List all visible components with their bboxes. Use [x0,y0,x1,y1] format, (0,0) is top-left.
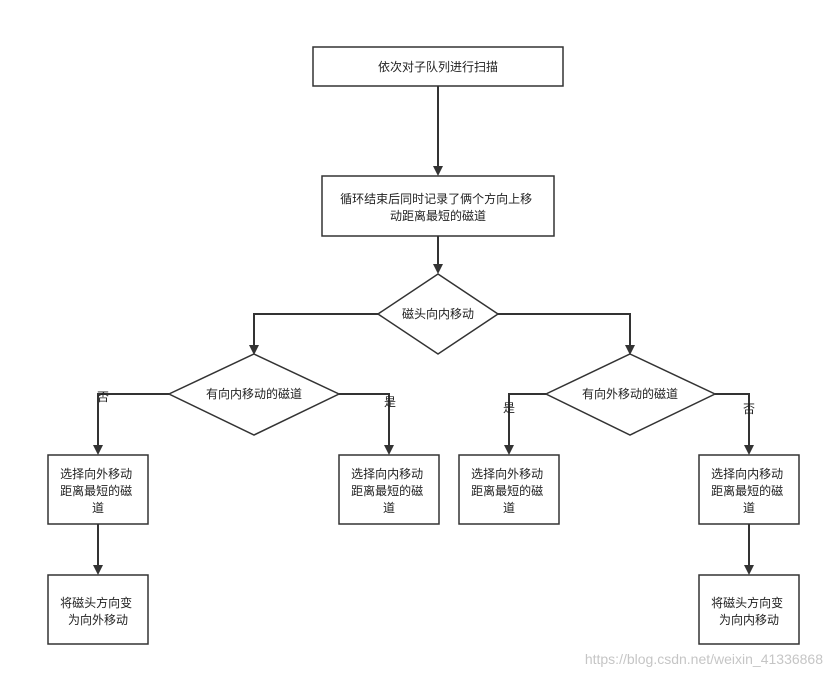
edge-label-no-right: 否 [743,402,755,416]
svg-text:有向外移动的磁道: 有向外移动的磁道 [582,386,678,401]
node-box-b: 选择向内移动 距离最短的磁 道 [338,454,440,525]
node-scan-line: 依次对子队列进行扫描 [378,59,498,74]
node-box-a: 选择向外移动 距离最短的磁 道 [47,454,149,525]
svg-text:循环结束后同时记录了俩个方向上移 动距离最短: 循环结束后同时记录了俩个方向上移 动距离最短的磁道 [340,191,536,223]
node-box-f-line-1: 将磁头方向变 [711,595,783,610]
edge-decision-to-has-outer [498,313,635,355]
edge-has-outer-no [715,393,754,455]
node-record: 循环结束后同时记录了俩个方向上移 动距离最短的磁道 [321,175,555,237]
node-decision-has-outer-line: 有向外移动的磁道 [582,386,678,401]
svg-text:依次对子队列进行扫描: 依次对子队列进行扫描 [378,59,498,74]
edge-label-yes-left: 是 [384,395,396,409]
edge-labels: 否 是 是 否 [97,390,755,416]
svg-text:选择向内移动 距离最短的磁: 选择向内移动 距离最短的磁 道 [351,466,427,515]
node-box-e: 将磁头方向变 为向外移动 [47,574,149,645]
svg-text:选择向外移动 距离最短的磁: 选择向外移动 距离最短的磁 道 [471,466,547,515]
node-box-c-line-1: 选择向外移动 [471,466,543,481]
node-box-a-line-3: 道 [92,501,104,515]
edge-label-yes-right: 是 [503,401,515,415]
node-box-a-line-1: 选择向外移动 [60,466,132,481]
node-decision-has-inner: 有向内移动的磁道 [167,353,341,436]
node-scan: 依次对子队列进行扫描 [312,46,564,87]
svg-text:将磁头方向变 为向外移动: 将磁头方向变 为向外移动 [60,595,136,627]
node-box-c: 选择向外移动 距离最短的磁 道 [458,454,560,525]
node-record-line-2: 动距离最短的磁道 [390,208,486,223]
svg-text:有向内移动的磁道: 有向内移动的磁道 [206,386,302,401]
node-box-d-line-3: 道 [743,501,755,515]
node-box-b-line-1: 选择向内移动 [351,466,423,481]
edge-has-inner-yes [339,393,394,455]
node-box-e-line-2: 为向外移动 [68,612,128,627]
svg-text:选择向外移动 距离最短的磁: 选择向外移动 距离最短的磁 道 [60,466,136,515]
node-box-c-line-2: 距离最短的磁 [471,483,543,498]
node-box-d-line-2: 距离最短的磁 [711,483,783,498]
node-record-line-1: 循环结束后同时记录了俩个方向上移 [340,191,532,206]
node-decision-inward: 磁头向内移动 [376,273,500,355]
edge-decision-to-has-inner [249,313,378,355]
edge-has-inner-no [93,393,169,455]
node-box-b-line-3: 道 [383,501,395,515]
node-box-d: 选择向内移动 距离最短的磁 道 [698,454,800,525]
node-decision-has-outer: 有向外移动的磁道 [544,353,717,436]
edges [93,86,754,575]
node-box-f-line-2: 为向内移动 [719,612,779,627]
node-box-b-line-2: 距离最短的磁 [351,483,423,498]
node-decision-has-inner-line: 有向内移动的磁道 [206,386,302,401]
node-box-c-line-3: 道 [503,501,515,515]
svg-text:将磁头方向变 为向内移动: 将磁头方向变 为向内移动 [711,595,787,627]
node-box-d-line-1: 选择向内移动 [711,466,783,481]
edge-label-no-left: 否 [97,390,109,404]
watermark: https://blog.csdn.net/weixin_41336868 [584,651,823,667]
node-decision-inward-line: 磁头向内移动 [402,306,474,321]
edge-has-outer-yes [504,393,546,455]
svg-text:选择向内移动 距离最短的磁: 选择向内移动 距离最短的磁 道 [711,466,787,515]
nodes: 依次对子队列进行扫描 循环结束后同时记录了俩个方向上移 动距离最短的磁道 磁头向… [47,46,800,645]
node-box-e-line-1: 将磁头方向变 [60,595,132,610]
node-box-f: 将磁头方向变 为向内移动 [698,574,800,645]
svg-text:磁头向内移动: 磁头向内移动 [402,306,474,321]
node-box-a-line-2: 距离最短的磁 [60,483,132,498]
